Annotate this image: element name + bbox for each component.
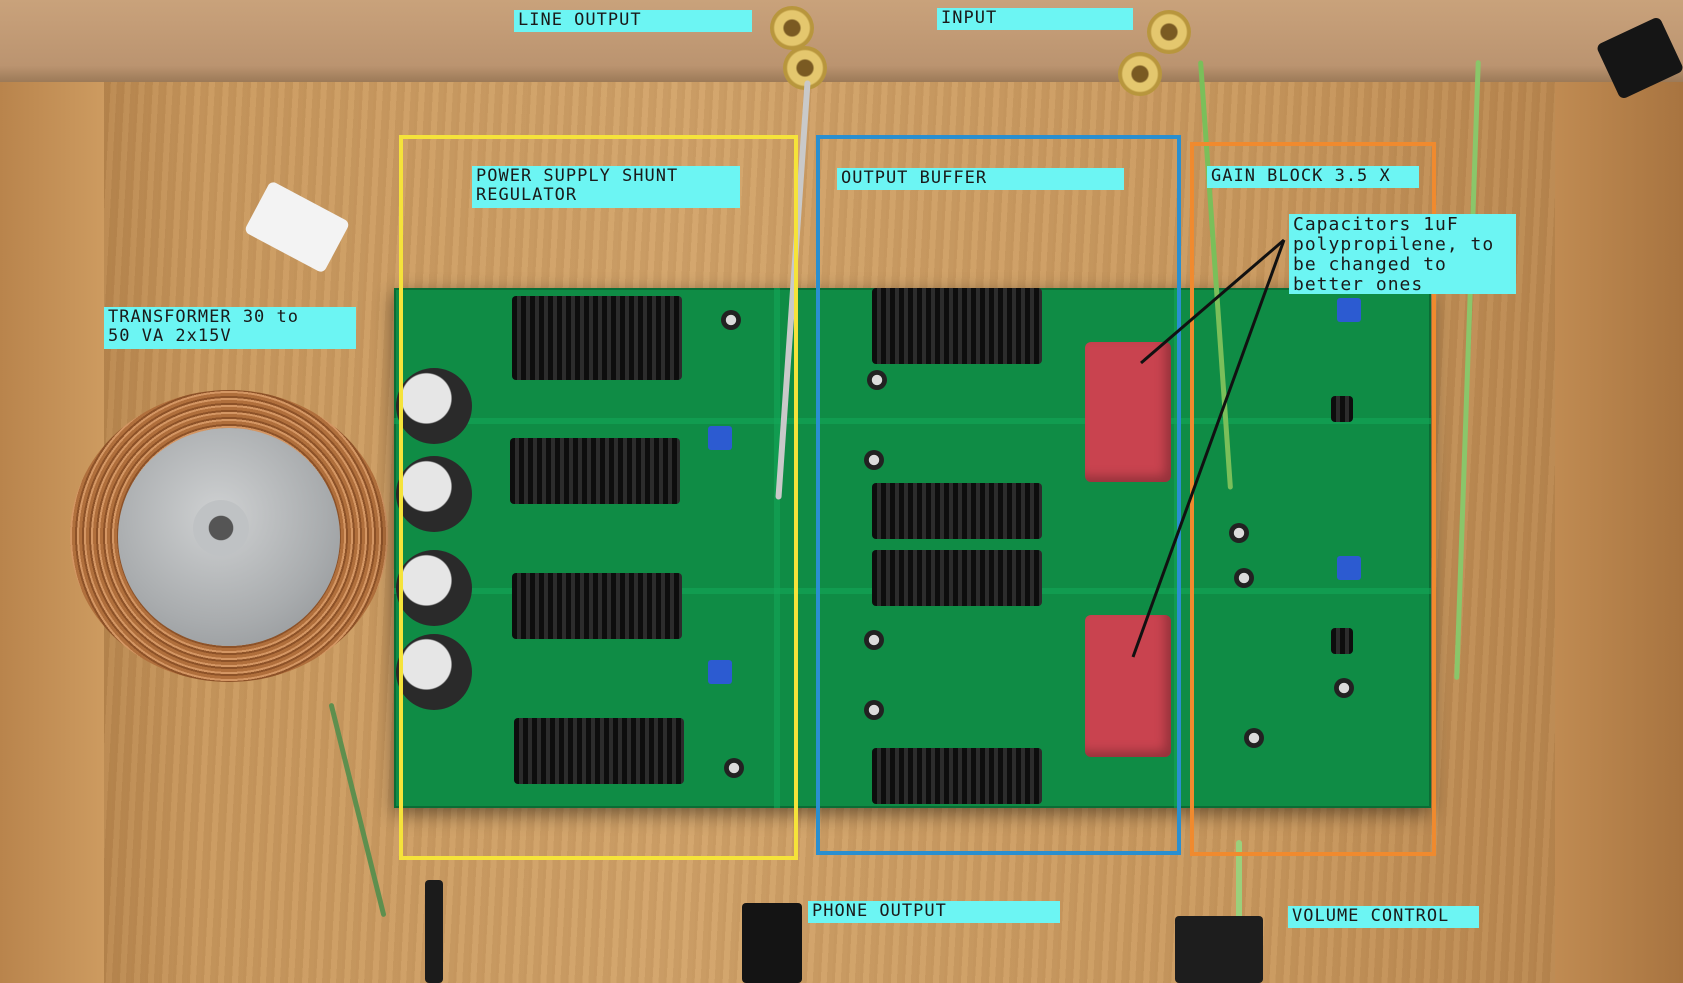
volume-control-label: VOLUME CONTROL (1288, 906, 1479, 928)
filter-capacitor (396, 368, 472, 444)
phone-output-label: PHONE OUTPUT (808, 901, 1060, 923)
line-output-label: LINE OUTPUT (514, 10, 752, 32)
transistor (1331, 396, 1353, 422)
pointer-line-upper (1140, 238, 1285, 365)
trimmer-potentiometer (708, 426, 732, 450)
heatsink (512, 573, 682, 639)
output-buffer-frame (816, 135, 1181, 855)
pcb-trace (774, 288, 780, 808)
volume-wire (1236, 840, 1242, 920)
input-jack-1 (1147, 10, 1191, 54)
heatsink (872, 483, 1042, 539)
heatsink (512, 296, 682, 380)
power-cord (425, 880, 443, 983)
small-capacitor (867, 370, 887, 390)
amplifier-pcb (394, 288, 1431, 808)
enclosure-right-side (1555, 0, 1683, 983)
transformer-label: TRANSFORMER 30 to 50 VA 2x15V (104, 307, 356, 349)
heatsink (872, 288, 1042, 364)
pcb-trace (394, 418, 1431, 424)
pointer-line-lower (1131, 239, 1286, 658)
enclosure-back-panel (0, 0, 1683, 82)
small-capacitor (1229, 523, 1249, 543)
heatsink (510, 438, 680, 504)
output-buffer-label: OUTPUT BUFFER (837, 168, 1124, 190)
filter-capacitor (396, 456, 472, 532)
trimmer-potentiometer (1337, 298, 1361, 322)
power-supply-label: POWER SUPPLY SHUNT REGULATOR (472, 166, 740, 208)
trimmer-potentiometer (708, 660, 732, 684)
small-capacitor (1234, 568, 1254, 588)
filter-capacitor (396, 634, 472, 710)
small-capacitor (721, 310, 741, 330)
coupling-capacitor (1085, 615, 1171, 757)
small-capacitor (864, 700, 884, 720)
line-output-jack-1 (770, 6, 814, 50)
small-capacitor (724, 758, 744, 778)
heatsink (514, 718, 684, 784)
input-label: INPUT (937, 8, 1133, 30)
heatsink (872, 748, 1042, 804)
transistor (1331, 628, 1353, 654)
volume-potentiometer (1175, 916, 1263, 983)
gain-block-frame (1190, 142, 1436, 856)
heatsink (872, 550, 1042, 606)
small-capacitor (1244, 728, 1264, 748)
filter-capacitor (396, 550, 472, 626)
coupling-capacitor (1085, 342, 1171, 482)
phone-output-jack (742, 903, 802, 983)
input-jack-2 (1118, 52, 1162, 96)
small-capacitor (1334, 678, 1354, 698)
gain-block-label: GAIN BLOCK 3.5 X (1207, 166, 1419, 188)
power-supply-frame (399, 135, 798, 860)
small-capacitor (864, 450, 884, 470)
capacitors-note-label: Capacitors 1uF polypropilene, to be chan… (1289, 214, 1516, 295)
small-capacitor (864, 630, 884, 650)
transformer-bolt (193, 500, 249, 556)
trimmer-potentiometer (1337, 556, 1361, 580)
